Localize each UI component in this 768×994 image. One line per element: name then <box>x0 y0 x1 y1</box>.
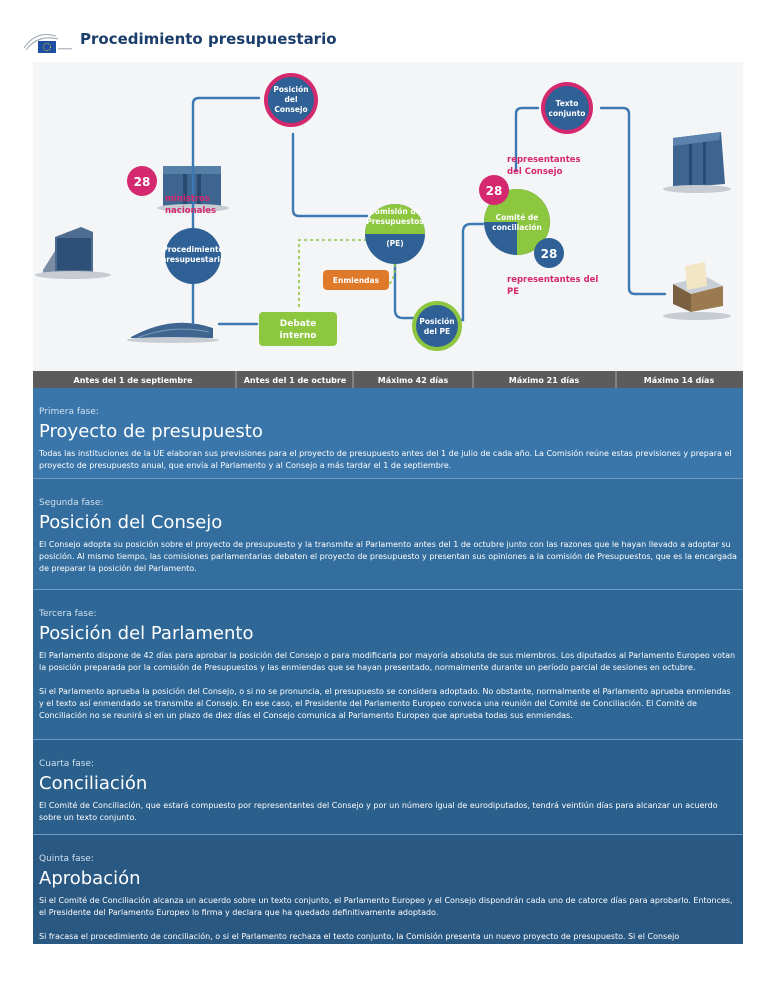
internal-debate-line-2: interno <box>280 331 317 341</box>
phase-text: Si el Parlamento aprueba la posición del… <box>39 687 731 720</box>
council-reps-count-badge: 28 <box>479 175 509 205</box>
ep-position-line-2: del PE <box>424 327 450 336</box>
conciliation-committee-node: Comité de conciliación <box>484 189 550 255</box>
phase-text: Todas las instituciones de la UE elabora… <box>39 449 732 470</box>
budget-committee-line-2: Presupuestos <box>366 217 424 226</box>
page-title: Procedimiento presupuestario <box>80 30 337 48</box>
conciliation-committee-line-1: Comité de <box>496 213 539 222</box>
amendments-box: Enmiendas <box>323 270 389 290</box>
conciliation-building-icon <box>663 132 731 193</box>
european-parliament-logo-icon <box>23 34 72 53</box>
timeline-step-1: Antes del 1 de septiembre <box>74 376 194 385</box>
procedure-line-1: Procedimiento <box>162 245 223 254</box>
council-position-line-1: Posición <box>273 85 308 94</box>
phase-5: Quinta fase: Aprobación Si el Comité de … <box>33 835 743 944</box>
budget-committee-line-1: Comisión de <box>369 207 421 216</box>
ballot-box-icon <box>663 262 731 320</box>
internal-debate-box: Debate interno <box>259 312 337 346</box>
connector-procedure-to-council <box>191 96 261 232</box>
ministers-label-line-1: ministros <box>165 194 210 204</box>
phase-3: Tercera fase: Posición del Parlamento El… <box>33 590 743 740</box>
phase-title: Proyecto de presupuesto <box>39 421 263 442</box>
phases-panel: Primera fase: Proyecto de presupuesto To… <box>33 388 743 944</box>
council-position-line-2: del <box>284 95 297 104</box>
ministers-count: 28 <box>134 175 151 189</box>
ministers-label-line-2: nacionales <box>165 206 216 216</box>
council-reps-label-line-2: del Consejo <box>507 167 563 177</box>
council-position-line-3: Consejo <box>274 105 307 114</box>
connector-conciliation-to-text <box>514 106 540 172</box>
connector-council-to-committee <box>291 132 369 218</box>
ep-position-node: Posición del PE <box>412 301 462 351</box>
timeline-step-3: Máximo 42 días <box>378 376 449 385</box>
timeline-bar: Antes del 1 de septiembre Antes del 1 de… <box>33 371 743 388</box>
procedure-line-2: presupuestario <box>161 255 225 264</box>
phase-label: Tercera fase: <box>39 609 97 619</box>
phase-title: Conciliación <box>39 773 148 794</box>
dashed-pe-to-debate <box>298 239 373 308</box>
phase-title: Posición del Parlamento <box>39 623 254 644</box>
pe-reps-count: 28 <box>541 247 558 261</box>
council-reps-label-line-1: representantes <box>507 155 581 165</box>
phase-text: El Comité de Conciliación, que estará co… <box>39 801 718 822</box>
phase-title: Posición del Consejo <box>39 512 223 533</box>
ministers-count-badge: 28 <box>127 166 157 196</box>
diagram-canvas: Posición del Consejo Texto conjunto Comi… <box>33 73 743 388</box>
budget-committee-node: Comisión de Presupuestos (PE) <box>365 204 425 264</box>
timeline-step-4: Máximo 21 días <box>509 376 580 385</box>
phase-4: Cuarta fase: Conciliación El Comité de C… <box>33 740 743 835</box>
phase-label: Primera fase: <box>39 407 99 417</box>
council-position-node: Posición del Consejo <box>264 73 318 127</box>
joint-text-node: Texto conjunto <box>541 82 593 134</box>
phase-text: El Parlamento dispone de 42 días para ap… <box>39 651 736 672</box>
page-header: Procedimiento presupuestario <box>0 0 768 62</box>
budget-procedure-diagram: Posición del Consejo Texto conjunto Comi… <box>33 62 743 388</box>
phase-label: Segunda fase: <box>39 498 104 508</box>
phase-label: Cuarta fase: <box>39 759 95 769</box>
phase-2: Segunda fase: Posición del Consejo El Co… <box>33 479 743 590</box>
connector-text-to-approval <box>599 106 667 296</box>
parliament-building-icon <box>127 322 219 343</box>
amendments-label: Enmiendas <box>333 276 380 285</box>
pe-marker: (PE) <box>386 239 403 248</box>
phase-text: El Consejo adopta su posición sobre el p… <box>39 540 737 573</box>
internal-debate-line-1: Debate <box>280 319 317 329</box>
joint-text-line-1: Texto <box>556 99 579 108</box>
commission-building-icon <box>35 227 111 279</box>
phase-text: Si el Comité de Conciliación alcanza un … <box>39 896 733 917</box>
phase-text: Si fracasa el procedimiento de conciliac… <box>39 932 680 941</box>
connector-pe-to-position <box>393 256 415 320</box>
connector-position-to-conciliation <box>455 222 485 322</box>
pe-reps-label-line-2: PE <box>507 287 519 297</box>
phase-title: Aprobación <box>39 868 141 889</box>
phase-label: Quinta fase: <box>39 854 94 864</box>
timeline-step-5: Máximo 14 días <box>644 376 715 385</box>
joint-text-line-2: conjunto <box>549 109 586 118</box>
timeline-step-2: Antes del 1 de octubre <box>244 376 347 385</box>
pe-reps-count-badge: 28 <box>534 238 564 268</box>
phase-1: Primera fase: Proyecto de presupuesto To… <box>33 388 743 479</box>
ep-position-line-1: Posición <box>419 317 454 326</box>
pe-reps-label-line-1: representantes del <box>507 275 598 285</box>
procedure-node: Procedimiento presupuestario <box>161 228 225 284</box>
conciliation-committee-line-2: conciliación <box>492 223 542 232</box>
council-reps-count: 28 <box>486 184 503 198</box>
